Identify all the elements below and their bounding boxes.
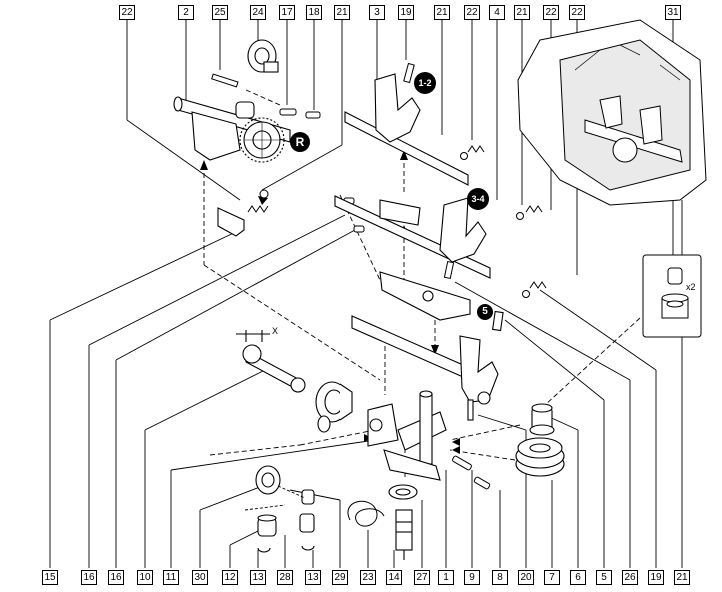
- callout-22: 22: [119, 5, 135, 20]
- callout-18: 18: [306, 5, 322, 20]
- callout-8: 8: [492, 570, 508, 585]
- callout-12: 12: [222, 570, 238, 585]
- callout-26: 26: [622, 570, 638, 585]
- callout-29: 29: [332, 570, 348, 585]
- callout-22: 22: [569, 5, 585, 20]
- callout-21: 21: [334, 5, 350, 20]
- callout-30: 30: [192, 570, 208, 585]
- callout-3: 3: [369, 5, 385, 20]
- callout-23: 23: [360, 570, 376, 585]
- callout-2: 2: [178, 5, 194, 20]
- callout-11: 11: [163, 570, 179, 585]
- callout-19: 19: [648, 570, 664, 585]
- dimension-x-label: X: [272, 326, 279, 336]
- quantity-note: x2: [686, 282, 696, 292]
- callout-13: 13: [305, 570, 321, 585]
- callout-14: 14: [386, 570, 402, 585]
- callout-22: 22: [464, 5, 480, 20]
- callout-5: 5: [596, 570, 612, 585]
- callout-16: 16: [108, 570, 124, 585]
- callout-16: 16: [81, 570, 97, 585]
- callout-21: 21: [514, 5, 530, 20]
- callout-13: 13: [250, 570, 266, 585]
- callout-27: 27: [414, 570, 430, 585]
- callout-17: 17: [279, 5, 295, 20]
- callout-28: 28: [277, 570, 293, 585]
- callout-22: 22: [543, 5, 559, 20]
- badge-reverse: R: [290, 132, 310, 152]
- callout-21: 21: [434, 5, 450, 20]
- badge-3-4: 3-4: [467, 188, 489, 210]
- callout-31: 31: [665, 5, 681, 20]
- callout-4: 4: [489, 5, 505, 20]
- callout-6: 6: [570, 570, 586, 585]
- callout-25: 25: [212, 5, 228, 20]
- callout-7: 7: [544, 570, 560, 585]
- callout-21: 21: [674, 570, 690, 585]
- callout-1: 1: [438, 570, 454, 585]
- callout-10: 10: [137, 570, 153, 585]
- callout-9: 9: [464, 570, 480, 585]
- callout-15: 15: [42, 570, 58, 585]
- badge-5: 5: [477, 304, 493, 320]
- badge-1-2: 1-2: [414, 72, 436, 94]
- callout-24: 24: [250, 5, 266, 20]
- callout-19: 19: [398, 5, 414, 20]
- callout-20: 20: [518, 570, 534, 585]
